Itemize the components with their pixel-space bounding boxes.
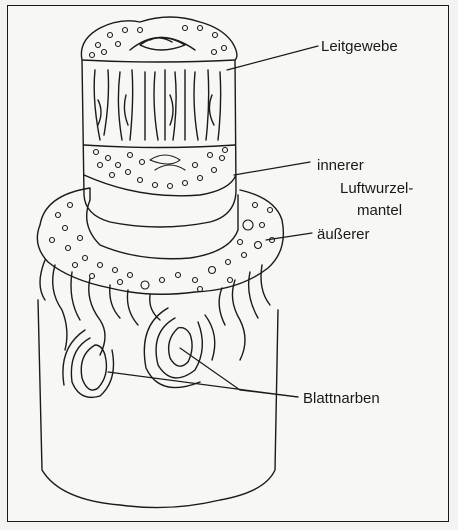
vascular-strands xyxy=(94,70,220,140)
inner-mantle xyxy=(94,148,228,189)
label-mantel: mantel xyxy=(357,202,402,219)
inner-cylinder xyxy=(82,60,236,227)
top-cross-section xyxy=(81,17,237,62)
leaf-scars xyxy=(63,308,215,397)
label-aeusserer: äußerer xyxy=(317,226,370,243)
label-blattnarben: Blattnarben xyxy=(303,390,380,407)
label-leitgewebe: Leitgewebe xyxy=(321,38,398,55)
label-innerer: innerer xyxy=(317,157,364,174)
lower-stem xyxy=(38,260,278,508)
label-luftwurzel: Luftwurzel- xyxy=(340,180,413,197)
outer-mantle xyxy=(37,188,283,294)
